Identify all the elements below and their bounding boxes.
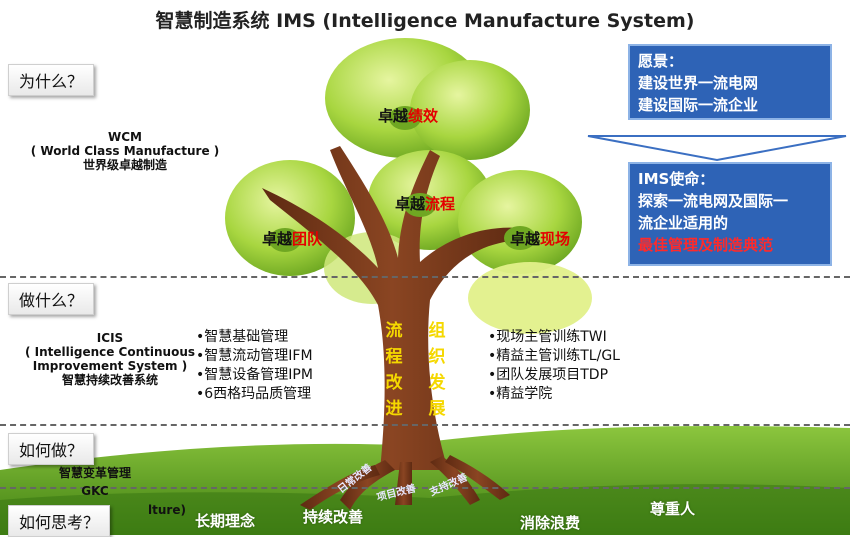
divider-why-what xyxy=(0,276,850,278)
icis-chinese: 智慧持续改善系统 xyxy=(61,373,158,387)
vision-line-2: 建设国际一流企业 xyxy=(638,96,759,114)
wcm-chinese: 世界级卓越制造 xyxy=(82,158,167,172)
how-change-management: 智慧变革管理 xyxy=(58,466,131,480)
list-item: •精益学院 xyxy=(488,386,553,402)
section-how-label: 如何做？ xyxy=(8,433,95,465)
trunk-text-process: 流程改进 xyxy=(385,321,403,419)
think-culture-fragment: lture) xyxy=(148,503,186,517)
vision-line-1: 建设世界一流电网 xyxy=(638,74,759,92)
fruit-prefix: 卓越 xyxy=(510,230,541,248)
ground-label-continuous: 持续改善 xyxy=(303,508,364,526)
list-item: •现场主管训练TWI xyxy=(488,329,607,345)
icis-english-1: ( Intelligence Continuous xyxy=(24,345,196,359)
right-bullet-list: •现场主管训练TWI •精益主管训练TL/GL •团队发展项目TDP •精益学院 xyxy=(488,328,620,404)
divider-what-how xyxy=(0,424,850,426)
fruit-performance: 卓越绩效 xyxy=(378,105,438,126)
ground-label-long-term: 长期理念 xyxy=(195,512,256,530)
mission-heading: IMS使命： xyxy=(638,170,715,188)
list-item: •团队发展项目TDP xyxy=(488,367,609,383)
fruit-team: 卓越团队 xyxy=(262,228,322,249)
wcm-english: ( World Class Manufacture ) xyxy=(30,144,220,158)
vision-box: 愿景： 建设世界一流电网 建设国际一流企业 xyxy=(628,44,832,120)
vision-heading: 愿景： xyxy=(638,52,684,70)
fruit-highlight: 流程 xyxy=(425,195,456,213)
section-what-label: 做什么？ xyxy=(8,283,95,315)
divider-how-think xyxy=(0,487,850,489)
fruit-highlight: 绩效 xyxy=(408,107,439,125)
ground-label-respect: 尊重人 xyxy=(650,500,696,518)
list-item: •智慧设备管理IPM xyxy=(196,367,313,383)
fruit-site: 卓越现场 xyxy=(510,228,570,249)
fruit-prefix: 卓越 xyxy=(262,230,293,248)
mission-box: IMS使命： 探索一流电网及国际一 流企业适用的 最佳管理及制造典范 xyxy=(628,162,832,266)
list-item: •精益主管训练TL/GL xyxy=(488,348,620,364)
icis-block: ICIS ( Intelligence Continuous Improveme… xyxy=(10,331,210,387)
fruit-prefix: 卓越 xyxy=(395,195,426,213)
icis-title: ICIS xyxy=(96,331,124,345)
list-item: •智慧流动管理IFM xyxy=(196,348,313,364)
trunk-text-organization: 组织发展 xyxy=(428,321,446,419)
vision-arrow xyxy=(587,135,847,162)
fruit-prefix: 卓越 xyxy=(378,107,409,125)
page-title: 智慧制造系统 IMS (Intelligence Manufacture Sys… xyxy=(155,10,695,32)
ground-label-waste: 消除浪费 xyxy=(520,514,581,532)
mission-line-2: 流企业适用的 xyxy=(638,214,729,232)
icis-english-2: Improvement System ) xyxy=(32,359,188,373)
list-item: •6西格玛品质管理 xyxy=(196,386,312,402)
wcm-title: WCM xyxy=(108,130,142,144)
wcm-block: WCM ( World Class Manufacture ) 世界级卓越制造 xyxy=(20,130,230,172)
fruit-process: 卓越流程 xyxy=(395,193,455,214)
section-why-label: 为什么？ xyxy=(8,64,95,96)
how-gkc: GKC xyxy=(81,484,109,498)
left-bullet-list: •智慧基础管理 •智慧流动管理IFM •智慧设备管理IPM •6西格玛品质管理 xyxy=(196,328,313,404)
mission-line-1: 探索一流电网及国际一 xyxy=(638,192,789,210)
section-think-label: 如何思考？ xyxy=(8,505,111,537)
list-item: •智慧基础管理 xyxy=(196,329,289,345)
fruit-highlight: 团队 xyxy=(292,230,323,248)
fruit-highlight: 现场 xyxy=(540,230,571,248)
mission-line-3: 最佳管理及制造典范 xyxy=(638,236,774,254)
